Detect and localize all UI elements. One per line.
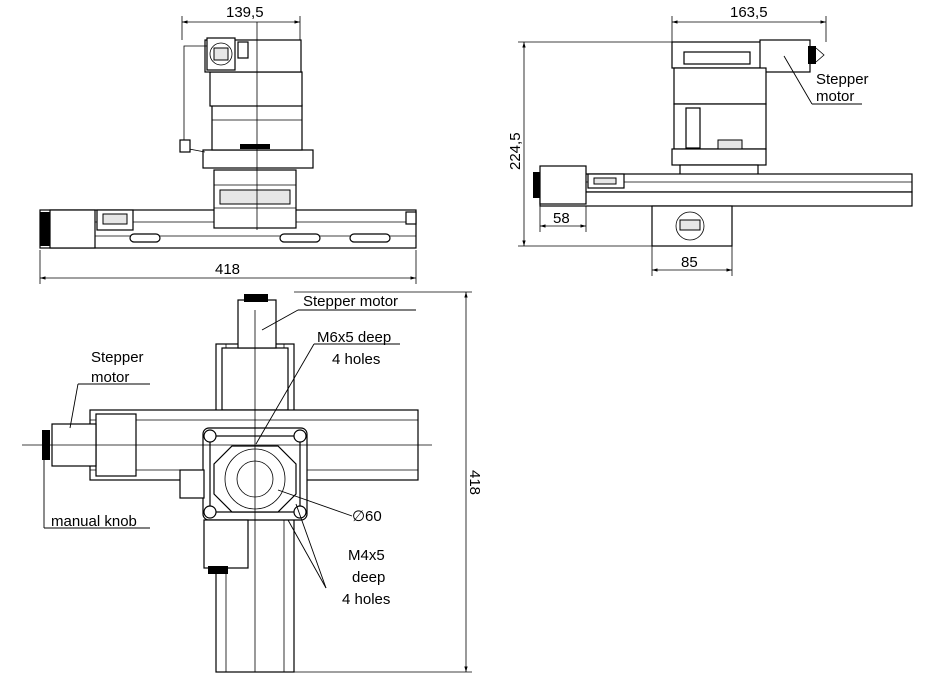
stepper-motor-side-label-1: Stepper (816, 71, 869, 88)
front-length-dim: 418 (215, 261, 240, 278)
manual-knob-label: manual knob (51, 513, 137, 530)
side-height-dim: 224,5 (507, 132, 524, 170)
top-diameter-dim: 60 (365, 508, 382, 525)
stepper-motor-left-label-2: motor (91, 369, 129, 386)
stepper-motor-left-label-1: Stepper (91, 349, 144, 366)
m6-holes-label-1: M6x5 deep (317, 329, 391, 346)
top-length-dim: 418 (466, 470, 483, 495)
side-base-dim: 85 (681, 254, 698, 271)
front-width-dim: 139,5 (226, 4, 264, 21)
m6-holes-label-2: 4 holes (332, 351, 380, 368)
side-view: 163,5 224,5 58 85 Stepper motor (507, 4, 913, 276)
m4-holes-label-2: deep (352, 569, 385, 586)
stepper-motor-side-label-2: motor (816, 88, 854, 105)
diameter-symbol: ∅ (352, 508, 365, 525)
front-view: 139,5 418 (39, 4, 417, 284)
side-width-dim: 163,5 (730, 4, 768, 21)
side-offset-dim: 58 (553, 210, 570, 227)
top-view: 418 ∅ 60 Stepper motor M6x5 deep 4 holes… (22, 291, 483, 673)
m4-holes-label-1: M4x5 (348, 547, 385, 564)
m4-holes-label-3: 4 holes (342, 591, 390, 608)
stepper-motor-top-label: Stepper motor (303, 293, 398, 310)
